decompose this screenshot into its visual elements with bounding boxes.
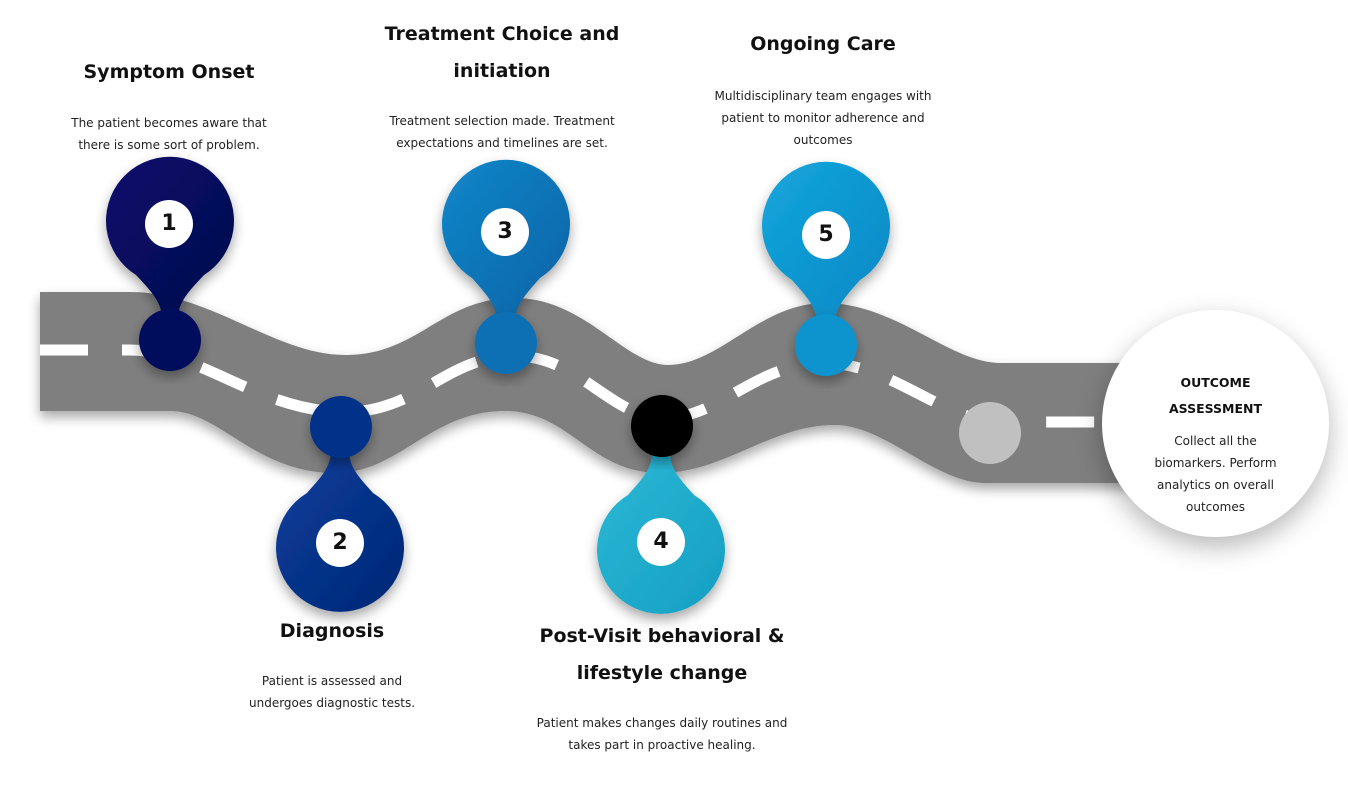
step-1-number: 1 <box>145 200 193 248</box>
outcome-title: OUTCOME ASSESSMENT <box>1168 375 1263 416</box>
pin-3-dot <box>475 312 537 374</box>
pin-1-dot <box>139 309 201 371</box>
step-4-number: 4 <box>637 518 685 566</box>
pin-2-dot <box>310 396 372 458</box>
step-4-description: Patient makes changes daily routines and… <box>536 716 788 752</box>
step-1-title: Symptom Onset <box>83 61 255 83</box>
pin-4-dot <box>631 395 693 457</box>
step-3-description: Treatment selection made. Treatment expe… <box>389 114 615 150</box>
step-5-title: Ongoing Care <box>750 33 896 55</box>
step-2-title: Diagnosis <box>279 620 385 642</box>
road-end-dot <box>959 402 1021 464</box>
step-3-title: Treatment Choice and initiation <box>384 23 620 82</box>
step-5-description: Multidisciplinary team engages with pati… <box>714 89 932 147</box>
step-2-description: Patient is assessed and undergoes diagno… <box>248 674 416 710</box>
step-3-number: 3 <box>481 208 529 256</box>
outcome-description: Collect all the biomarkers. Perform anal… <box>1154 434 1277 514</box>
lane-marking <box>40 344 1140 428</box>
outcome-assessment-card: OUTCOME ASSESSMENT Collect all the bioma… <box>1102 310 1329 537</box>
step-4-title: Post-Visit behavioral & lifestyle change <box>539 625 785 684</box>
step-5-number: 5 <box>802 211 850 259</box>
pin-5-dot <box>795 314 857 376</box>
step-1-description: The patient becomes aware that there is … <box>71 116 267 152</box>
step-2-number: 2 <box>316 519 364 567</box>
